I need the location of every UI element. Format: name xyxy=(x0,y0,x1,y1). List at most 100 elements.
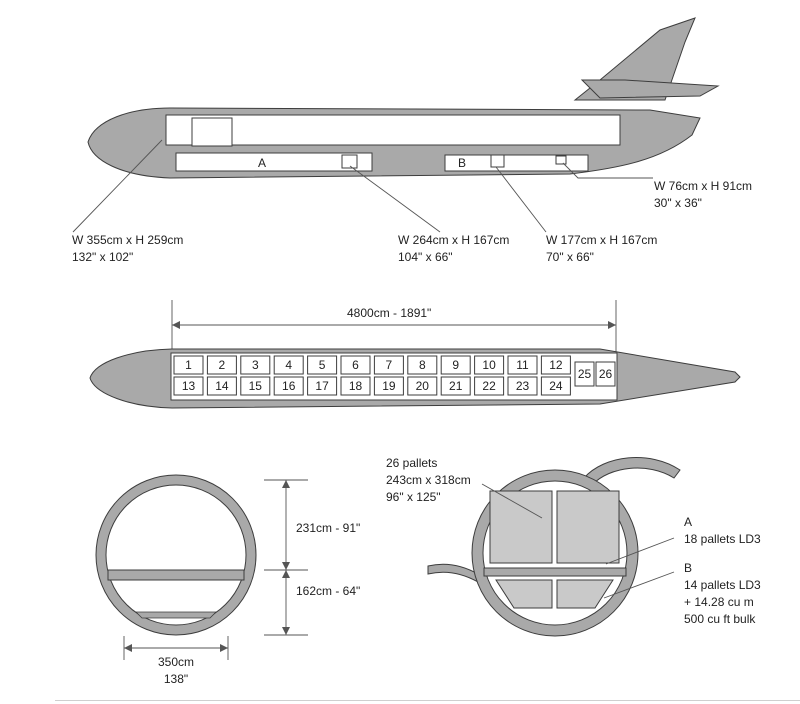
main-deck-floor xyxy=(107,569,245,581)
pallet-position-20 xyxy=(407,376,438,396)
callout-main-door-metric: W 355cm x H 259cm xyxy=(72,233,184,247)
side-view: A B xyxy=(72,17,720,233)
pallet-position-13 xyxy=(173,376,204,396)
width-label-metric: 350cm xyxy=(158,655,195,669)
length-arrow-left xyxy=(172,321,180,329)
pallet-position-9 xyxy=(440,355,471,375)
pallet-position-16 xyxy=(273,376,304,396)
pallet-position-label: 9 xyxy=(452,358,459,372)
pallet-position-18 xyxy=(340,376,371,396)
pallet-position-8 xyxy=(407,355,438,375)
pallet-position-label: 26 xyxy=(599,367,613,381)
pallet-position-label: 13 xyxy=(182,379,196,393)
lower-arrow-top xyxy=(282,570,290,578)
pallet-position-21 xyxy=(440,376,471,396)
pallet-position-label: 16 xyxy=(282,379,296,393)
callout-hold-b-door-imperial: 70" x 66" xyxy=(546,250,594,264)
lower-hold-b xyxy=(444,154,589,172)
upper-height-label: 231cm - 91" xyxy=(296,521,361,535)
callout-hold-b-door-metric: W 177cm x H 167cm xyxy=(546,233,658,247)
main-deck-pallet-size-metric: 243cm x 318cm xyxy=(386,473,471,487)
pallet-position-10 xyxy=(474,355,505,375)
callout-line-ld3-a xyxy=(605,537,675,565)
pallet-position-label: 10 xyxy=(482,358,496,372)
callout-line-hold-b xyxy=(495,166,547,233)
callout-bulk-door-metric: W 76cm x H 91cm xyxy=(654,179,753,193)
right-cross-section xyxy=(427,457,681,637)
pallet-position-label: 1 xyxy=(185,358,192,372)
pallet-position-19 xyxy=(373,376,404,396)
main-deck-pallet-left xyxy=(489,490,553,564)
upper-arrow-bottom xyxy=(282,562,290,570)
hold-b-capacity-letter: B xyxy=(684,561,693,575)
pallet-position-23 xyxy=(507,376,538,396)
ld3-container-right xyxy=(556,579,614,609)
bottom-divider xyxy=(55,700,800,701)
callout-line-hold-a xyxy=(349,165,441,233)
pallet-position-label: 11 xyxy=(516,358,529,372)
callout-bulk-door: W 76cm x H 91cm 30" x 36" xyxy=(654,178,752,212)
callout-line-main-deck xyxy=(481,483,543,519)
main-deck-pallet-size-imperial: 96" x 125" xyxy=(386,490,441,504)
pallet-position-label: 24 xyxy=(549,379,563,393)
right-deck-floor xyxy=(483,567,627,577)
bulk-door xyxy=(555,155,567,165)
pallet-position-label: 25 xyxy=(578,367,592,381)
length-arrow-right xyxy=(608,321,616,329)
pallet-position-2 xyxy=(206,355,237,375)
wing-stub xyxy=(427,563,479,583)
width-arrow-right xyxy=(220,644,228,652)
hold-b-capacity-pallets: 14 pallets LD3 xyxy=(684,578,761,592)
pallet-position-7 xyxy=(373,355,404,375)
lower-arrow-bottom xyxy=(282,627,290,635)
pallet-position-label: 8 xyxy=(419,358,426,372)
width-label-imperial: 138" xyxy=(163,672,189,686)
left-fuselage-inner xyxy=(105,484,247,626)
pallet-position-26 xyxy=(595,361,616,387)
callout-hold-a-door: W 264cm x H 167cm 104" x 66" xyxy=(398,232,509,266)
horizontal-stabilizer xyxy=(580,79,720,99)
hold-b-letter: B xyxy=(458,156,466,170)
pallet-position-label: 5 xyxy=(319,358,326,372)
hold-a-door xyxy=(341,154,358,169)
pallet-position-label: 6 xyxy=(352,358,359,372)
pallet-position-1 xyxy=(173,355,204,375)
pallet-position-25 xyxy=(574,361,595,387)
pallet-position-24 xyxy=(540,376,571,396)
pallet-position-22 xyxy=(474,376,505,396)
hold-a-capacity-letter: A xyxy=(684,515,693,529)
pallet-position-12 xyxy=(540,355,571,375)
upper-arrow-top xyxy=(282,480,290,488)
pallet-position-label: 21 xyxy=(449,379,463,393)
hold-b-capacity: B 14 pallets LD3 + 14.28 cu m 500 cu ft … xyxy=(684,560,761,628)
pallet-position-label: 7 xyxy=(386,358,393,372)
hold-a-capacity: A 18 pallets LD3 xyxy=(684,514,761,548)
pallet-position-label: 14 xyxy=(215,379,229,393)
pallet-position-label: 17 xyxy=(315,379,329,393)
side-main-deck xyxy=(165,114,621,146)
ld3-container-left xyxy=(495,579,553,609)
pallet-position-label: 4 xyxy=(285,358,292,372)
pallet-position-label: 15 xyxy=(249,379,263,393)
hold-a-letter: A xyxy=(258,156,266,170)
callout-hold-a-door-imperial: 104" x 66" xyxy=(398,250,453,264)
callout-bulk-door-imperial: 30" x 36" xyxy=(654,196,702,210)
pallet-position-label: 2 xyxy=(219,358,226,372)
pallet-position-label: 12 xyxy=(549,358,563,372)
pallet-position-label: 20 xyxy=(416,379,430,393)
hold-b-capacity-volume-metric: + 14.28 cu m xyxy=(684,595,754,609)
lower-hold-floor xyxy=(135,611,217,619)
pallet-position-label: 3 xyxy=(252,358,259,372)
hold-a-capacity-text: 18 pallets LD3 xyxy=(684,532,761,546)
width-label: 350cm 138" xyxy=(158,654,194,688)
pallet-position-6 xyxy=(340,355,371,375)
pallet-position-14 xyxy=(206,376,237,396)
main-deck-capacity: 26 pallets 243cm x 318cm 96" x 125" xyxy=(386,455,471,506)
callout-line-ld3-b xyxy=(603,571,675,599)
width-arrow-left xyxy=(124,644,132,652)
fuselage-length-label: 4800cm - 1891" xyxy=(344,306,435,320)
callout-line-main-door xyxy=(72,139,163,233)
